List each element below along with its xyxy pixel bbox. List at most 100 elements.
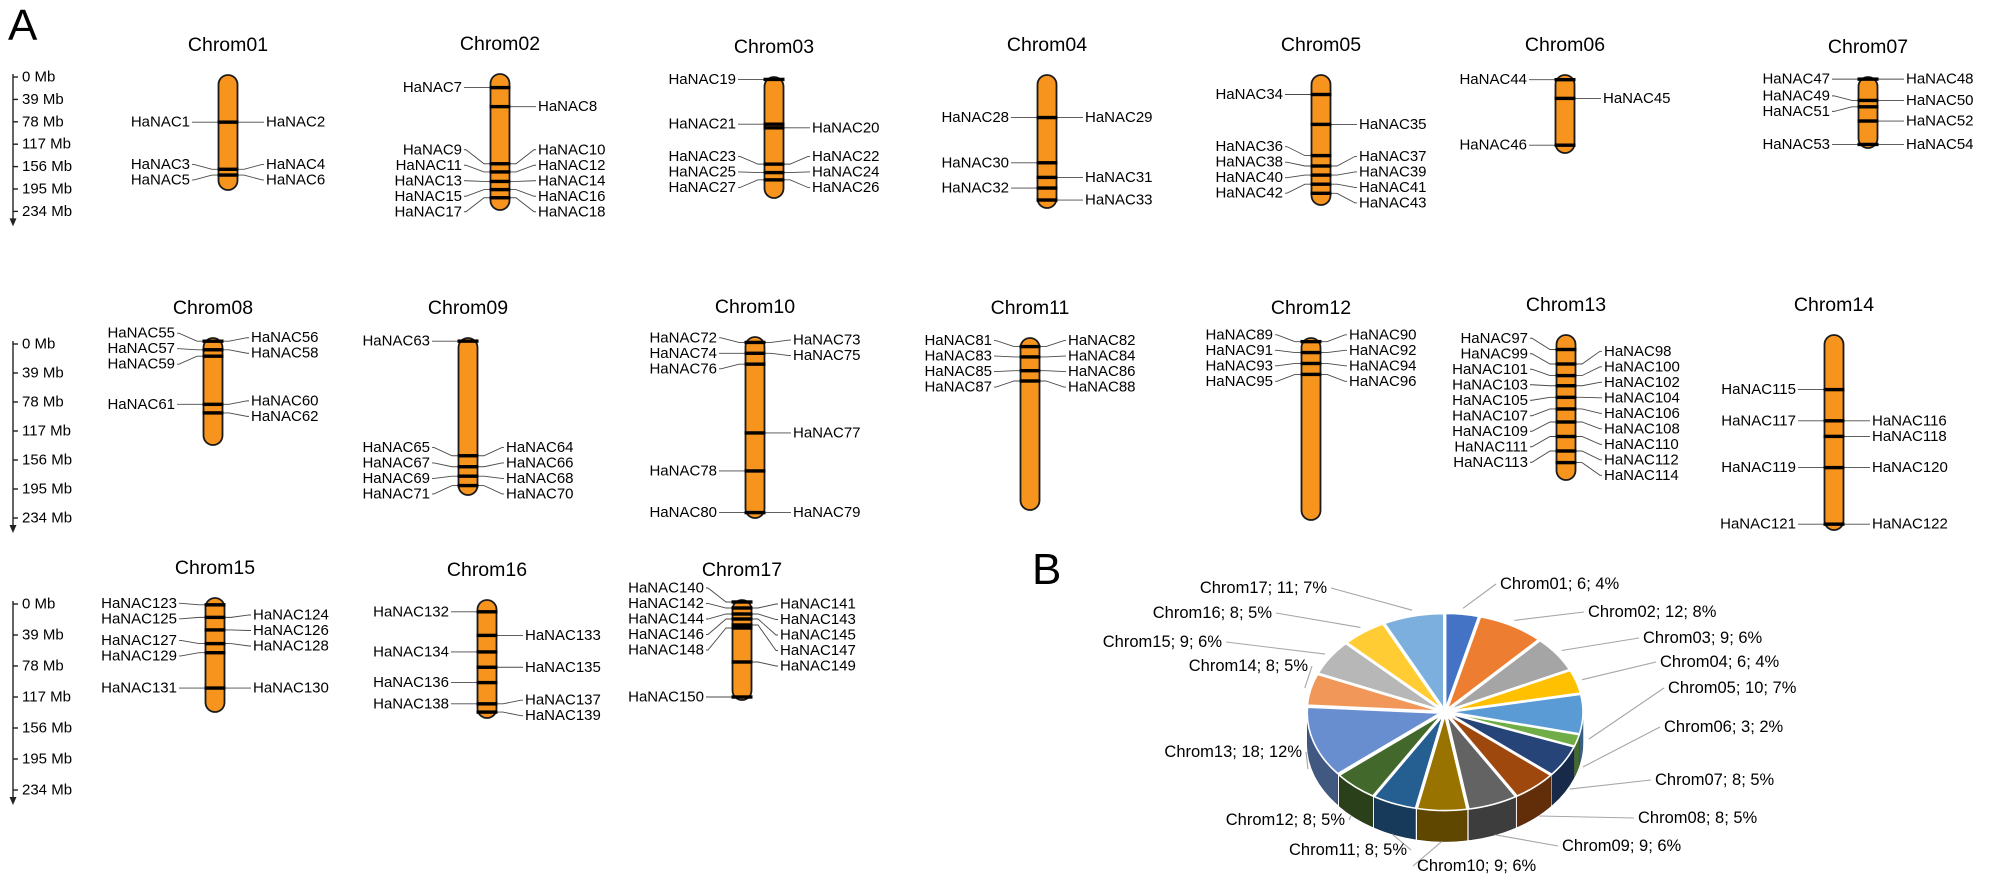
chromosome-Chrom12: Chrom12HaNAC89HaNAC91HaNAC93HaNAC95HaNAC… xyxy=(1205,297,1417,521)
gene-label: HaNAC108 xyxy=(1604,420,1680,437)
gene-connector xyxy=(223,349,249,354)
gene-label: HaNAC16 xyxy=(538,188,606,205)
gene-connector xyxy=(497,711,523,717)
gene-connector xyxy=(1530,450,1556,463)
chromosome-Chrom08: Chrom08HaNAC55HaNAC57HaNAC59HaNAC61HaNAC… xyxy=(107,297,319,446)
gene-label: HaNAC70 xyxy=(506,485,574,502)
gene-connector xyxy=(1530,408,1556,417)
gene-connector xyxy=(432,462,458,468)
pie-leader-line xyxy=(1330,587,1413,611)
gene-connector xyxy=(1576,408,1602,414)
chromosome-Chrom01: Chrom01HaNAC1HaNAC3HaNAC5HaNAC2HaNAC4HaN… xyxy=(131,34,325,191)
gene-label: HaNAC85 xyxy=(924,363,992,380)
gene-label: HaNAC71 xyxy=(362,485,430,502)
ruler-tick-label: 78 Mb xyxy=(22,394,64,411)
chromosome-band xyxy=(1555,373,1577,378)
gene-connector xyxy=(1040,380,1066,388)
gene-label: HaNAC63 xyxy=(362,333,430,350)
gene-label: HaNAC64 xyxy=(506,439,574,456)
chromosome-Chrom11: Chrom11HaNAC81HaNAC83HaNAC85HaNAC87HaNAC… xyxy=(924,297,1136,511)
gene-connector xyxy=(784,156,810,165)
gene-label: HaNAC72 xyxy=(649,329,717,346)
pie-slice-Chrom05 xyxy=(1449,693,1584,735)
chromosome-title: Chrom03 xyxy=(734,36,814,58)
gene-label: HaNAC101 xyxy=(1452,361,1528,378)
pie-slice-Chrom10 xyxy=(1416,712,1469,812)
gene-label: HaNAC132 xyxy=(373,603,449,620)
gene-connector xyxy=(1331,155,1357,167)
gene-label: HaNAC80 xyxy=(649,504,717,521)
ruler-tick-label: 0 Mb xyxy=(22,336,55,353)
gene-label: HaNAC137 xyxy=(525,692,601,709)
pie-slice-Chrom09 xyxy=(1445,714,1517,810)
pie-slice-Chrom13 xyxy=(1306,706,1443,775)
gene-label: HaNAC9 xyxy=(403,141,462,158)
gene-label: HaNAC82 xyxy=(1068,332,1136,349)
gene-label: HaNAC128 xyxy=(253,637,329,654)
gene-label: HaNAC94 xyxy=(1349,357,1417,374)
chromosome-band xyxy=(731,617,753,621)
gene-connector xyxy=(432,446,458,457)
gene-label: HaNAC55 xyxy=(107,325,175,342)
chromosome-band xyxy=(204,641,226,646)
chromosome-bar xyxy=(457,337,479,496)
gene-label: HaNAC103 xyxy=(1452,376,1528,393)
gene-label: HaNAC25 xyxy=(668,163,736,180)
gene-connector xyxy=(510,180,536,182)
chromosome-band xyxy=(731,623,753,627)
gene-connector xyxy=(1530,436,1556,448)
gene-label: HaNAC109 xyxy=(1452,423,1528,440)
chromosome-band xyxy=(1555,460,1577,465)
chromosome-band xyxy=(489,196,511,200)
chromosome-bar xyxy=(1857,76,1879,149)
gene-connector xyxy=(1576,450,1602,461)
gene-label: HaNAC42 xyxy=(1215,185,1283,202)
gene-label: HaNAC127 xyxy=(101,632,177,649)
pie-leader-line xyxy=(1305,751,1309,770)
ruler-tick-label: 195 Mb xyxy=(22,481,72,498)
chromosome-bar xyxy=(204,597,226,713)
chromosome-title: Chrom13 xyxy=(1526,294,1606,316)
gene-label: HaNAC105 xyxy=(1452,392,1528,409)
gene-connector xyxy=(1530,396,1556,401)
gene-label: HaNAC18 xyxy=(538,203,606,220)
pie-leader-line xyxy=(1495,834,1559,847)
gene-connector xyxy=(478,485,504,495)
gene-label: HaNAC86 xyxy=(1068,363,1136,380)
gene-connector xyxy=(1040,355,1066,358)
chromosome-band xyxy=(1310,164,1332,168)
gene-label: HaNAC6 xyxy=(266,171,325,188)
gene-label: HaNAC73 xyxy=(793,332,861,349)
gene-label: HaNAC21 xyxy=(668,116,736,133)
chromosome-Chrom10: Chrom10HaNAC72HaNAC74HaNAC76HaNAC78HaNAC… xyxy=(649,296,860,521)
chromosome-band xyxy=(476,702,498,706)
gene-connector xyxy=(738,179,764,188)
gene-connector xyxy=(738,156,764,165)
chromosome-band xyxy=(1310,173,1332,177)
ruler-arrow-icon xyxy=(9,218,17,227)
pie-slice-label: Chrom10; 9; 6% xyxy=(1417,857,1537,875)
gene-connector xyxy=(478,475,504,479)
gene-label: HaNAC115 xyxy=(1721,381,1796,398)
gene-label: HaNAC111 xyxy=(1454,438,1528,455)
gene-label: HaNAC38 xyxy=(1215,154,1283,171)
gene-label: HaNAC90 xyxy=(1349,326,1417,343)
chromosome-band xyxy=(1555,362,1577,366)
gene-connector xyxy=(1530,337,1556,350)
chromosome-band xyxy=(1036,161,1058,165)
gene-label: HaNAC76 xyxy=(649,360,717,377)
gene-connector xyxy=(719,363,745,370)
chromosome-band xyxy=(1555,347,1577,352)
chromosome-band xyxy=(217,120,239,124)
chromosome-band xyxy=(744,510,766,515)
chromosome-band xyxy=(731,600,753,604)
gene-connector xyxy=(179,652,205,657)
gene-connector xyxy=(1832,106,1858,112)
chromosome-band xyxy=(204,603,226,607)
gene-label: HaNAC134 xyxy=(373,643,449,660)
ruler-tick-label: 117 Mb xyxy=(22,689,71,706)
pie-slice-Chrom07 xyxy=(1448,713,1576,776)
chromosome-band xyxy=(476,665,498,669)
gene-connector xyxy=(1530,384,1556,387)
chromosome-band xyxy=(744,351,766,355)
